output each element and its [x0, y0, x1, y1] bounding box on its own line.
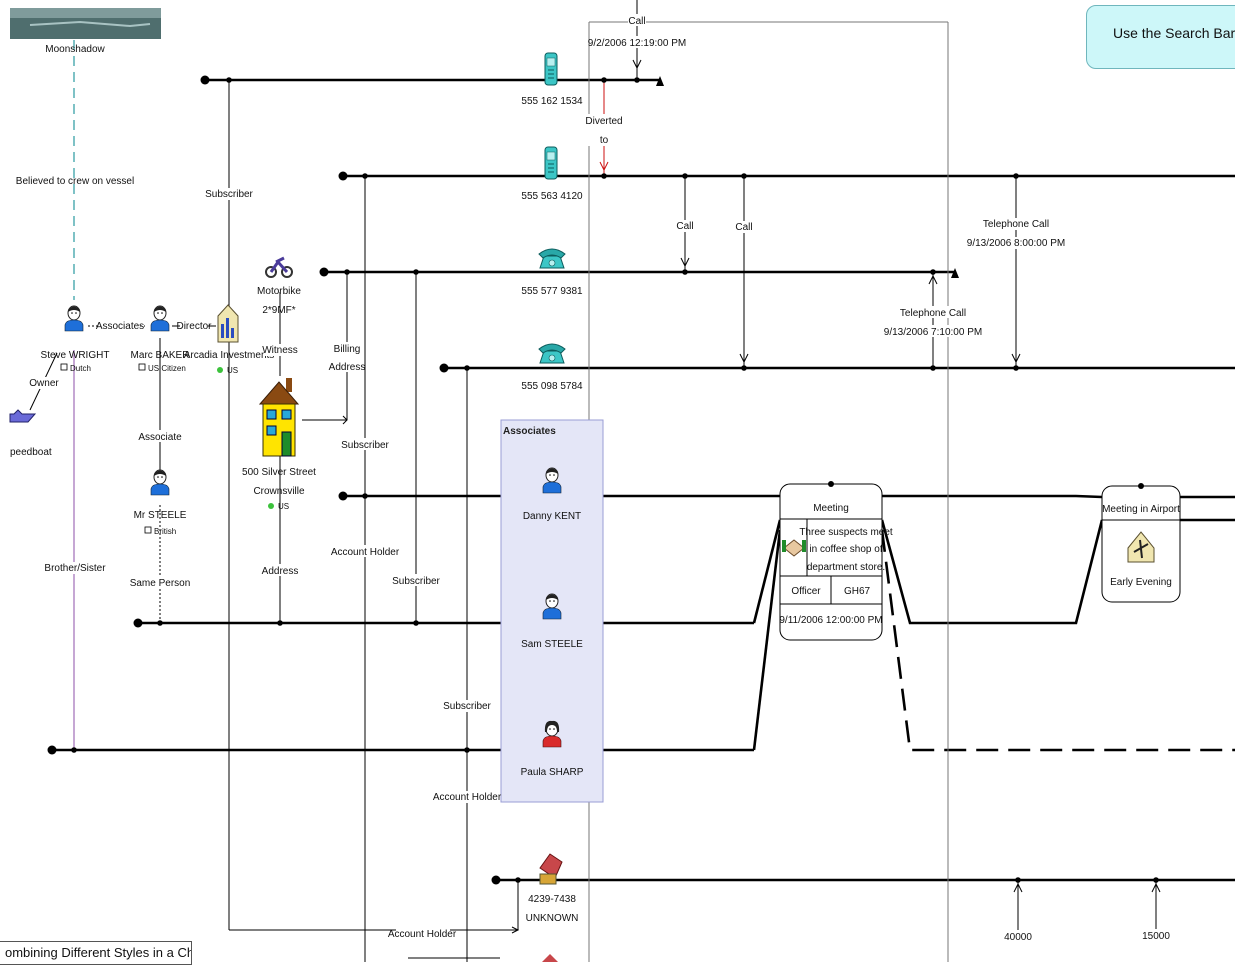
vehicle-motorbike[interactable]: Motorbike 2*9MF* [257, 258, 301, 316]
phone-number: 555 563 4120 [521, 191, 583, 202]
event-officer-value: GH67 [844, 586, 871, 597]
phone-mobile-2[interactable]: 555 563 4120 [521, 147, 583, 202]
transaction-amount-1: 40000 [1004, 932, 1032, 943]
link-label-subscriber-2: Subscriber [341, 440, 389, 451]
event-title: Meeting in Airport [1102, 504, 1180, 515]
person-nationality: US Citizen [148, 364, 186, 373]
event-meeting[interactable]: Meeting Three suspects meet in coffee sh… [779, 481, 893, 640]
vessel-relation-label: Believed to crew on vessel [16, 176, 134, 187]
telephone-call-label-1: Telephone Call [983, 219, 1049, 230]
link-label-billing-2: Address [329, 362, 366, 373]
link-label-brother-sister: Brother/Sister [44, 563, 106, 574]
call-time-top: 9/2/2006 12:19:00 PM [588, 38, 686, 49]
vehicle-name: Motorbike [257, 286, 301, 297]
person-name: Marc BAKER [131, 350, 190, 361]
telephone-call-time-2: 9/13/2006 7:10:00 PM [884, 327, 982, 338]
motorbike-icon [266, 258, 292, 277]
address-street: 500 Silver Street [242, 467, 316, 478]
speedboat-icon [10, 410, 35, 422]
link-label-associates: Associates [96, 321, 144, 332]
bank-account-icon-partial [542, 954, 558, 962]
org-country: US [227, 366, 238, 375]
account-status: UNKNOWN [526, 913, 579, 924]
address-500-silver-street[interactable]: 500 Silver Street Crownsville US [242, 378, 316, 511]
link-label-owner: Owner [29, 378, 59, 389]
address-town: Crownsville [253, 486, 305, 497]
link-label-associate: Associate [138, 432, 182, 443]
event-time: 9/11/2006 12:00:00 PM [779, 615, 882, 626]
account-number: 4239-7438 [528, 894, 576, 905]
organisation-icon [218, 305, 238, 342]
person-icon [65, 306, 83, 331]
person-name: Paula SHARP [521, 767, 584, 778]
org-name: Arcadia Investments [184, 350, 275, 361]
transaction-amount-2: 15000 [1142, 931, 1170, 942]
link-label-call-1: Call [676, 221, 693, 232]
link-label-call-2: Call [735, 222, 752, 233]
link-label-account-holder-1: Account Holder [331, 547, 400, 558]
call-label-top: Call [628, 16, 645, 27]
event-meeting-in-airport[interactable]: Meeting in Airport Early Evening [1102, 483, 1180, 602]
link-label-account-holder-3: Account Holder [388, 929, 457, 940]
event-description-line-3: department store. [807, 562, 885, 573]
link-label-subscriber-4: Subscriber [443, 701, 491, 712]
vehicle-name: peedboat [10, 447, 52, 458]
link-label-billing-1: Billing [334, 344, 361, 355]
globe-icon [217, 367, 223, 373]
link-label-subscriber-3: Subscriber [392, 576, 440, 587]
account-4239-7438[interactable]: 4239-7438 UNKNOWN [526, 854, 579, 924]
event-description-line-2: in coffee shop of [809, 544, 882, 555]
event-description-line-1: Three suspects meet [799, 527, 893, 538]
telephone-call-label-2: Telephone Call [900, 308, 966, 319]
phone-number: 555 162 1534 [521, 96, 583, 107]
person-name: Danny KENT [523, 511, 581, 522]
chart-caption-tab[interactable]: ombining Different Styles in a Chart [0, 941, 192, 965]
event-time: Early Evening [1110, 577, 1172, 588]
person-icon [151, 470, 169, 495]
landline-phone-icon [539, 249, 565, 268]
mobile-phone-icon [545, 147, 557, 179]
address-country: US [278, 502, 289, 511]
telephone-call-time-1: 9/13/2006 8:00:00 PM [967, 238, 1065, 249]
mobile-phone-icon [545, 53, 557, 85]
globe-icon [268, 503, 274, 509]
link-label-subscriber-1: Subscriber [205, 189, 253, 200]
vehicle-registration: 2*9MF* [262, 305, 295, 316]
vessel-name: Moonshadow [45, 44, 105, 55]
search-bar-hint-callout: Use the Search Bar at th [1086, 5, 1235, 69]
landline-phone-icon [539, 344, 565, 363]
person-name: Sam STEELE [521, 639, 583, 650]
vehicle-speedboat[interactable]: peedboat [10, 410, 52, 458]
link-label-address: Address [262, 566, 299, 577]
event-officer-label: Officer [791, 586, 821, 597]
person-nationality: Dutch [70, 364, 91, 373]
link-label-witness: Witness [262, 345, 298, 356]
phone-number: 555 577 9381 [521, 286, 583, 297]
person-icon [151, 306, 169, 331]
phone-number: 555 098 5784 [521, 381, 583, 392]
link-label-same-person: Same Person [130, 578, 191, 589]
house-icon [260, 378, 298, 456]
vessel-moonshadow[interactable]: Moonshadow [10, 8, 161, 55]
link-label-diverted-1: Diverted [585, 116, 622, 127]
person-name: Mr STEELE [134, 510, 187, 521]
person-nationality: British [154, 527, 176, 536]
event-title: Meeting [813, 503, 849, 514]
link-label-diverted-2: to [600, 135, 609, 146]
person-name: Steve WRIGHT [41, 350, 110, 361]
person-steve-wright[interactable]: Steve WRIGHT Dutch [41, 306, 110, 373]
associates-group-title: Associates [503, 426, 556, 437]
link-label-account-holder-2: Account Holder [433, 792, 502, 803]
person-mr-steele[interactable]: Mr STEELE British [134, 470, 187, 536]
link-label-director: Director [176, 321, 212, 332]
